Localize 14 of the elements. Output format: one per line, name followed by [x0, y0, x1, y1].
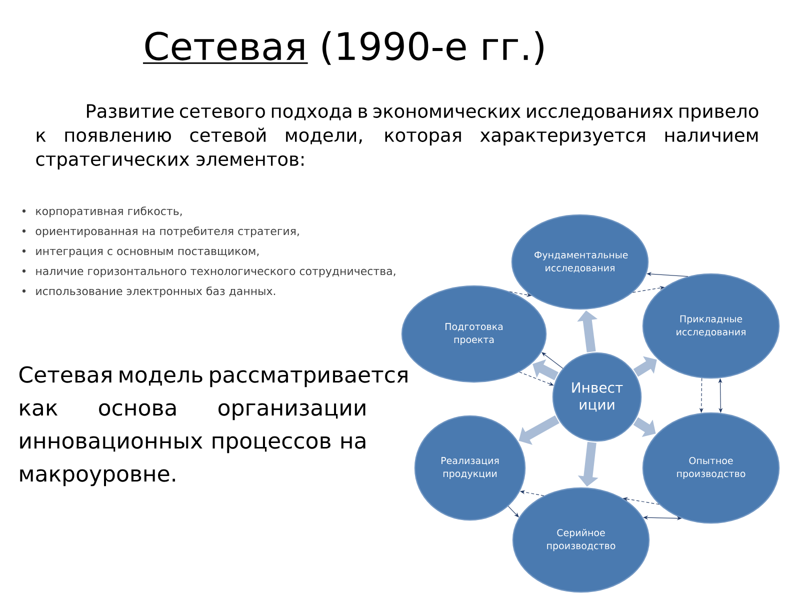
title: Сетевая (1990-е гг.) [143, 31, 544, 65]
intro-paragraph: Развитие сетевого подхода в экономических исследованиях привело к появлению сетевой модели, которая характеризуется наличием стратегических элементов: [36, 104, 758, 170]
bullet-item: ориентированная на потребителя стратегия, [22, 226, 299, 238]
bullet-item: использование электронных баз данных. [22, 286, 276, 298]
circle-node: Инвест иции [552, 352, 642, 442]
ellipse-node: Реализация продукции [414, 415, 526, 521]
ellipse-node: Серийное производство [512, 487, 650, 593]
bullet-item: интеграция с основным поставщиком, [22, 248, 259, 258]
bullet-item: наличие горизонтального технологического сотрудничества, [22, 268, 396, 278]
bullet-item: корпоративная гибкость, [22, 206, 182, 218]
ellipse-node: Фундаментальные исследования [511, 214, 649, 310]
ellipse-node: Опытное производство [642, 412, 780, 524]
block-arrow [633, 356, 657, 377]
ellipse-node: Прикладные исследования [642, 273, 780, 379]
